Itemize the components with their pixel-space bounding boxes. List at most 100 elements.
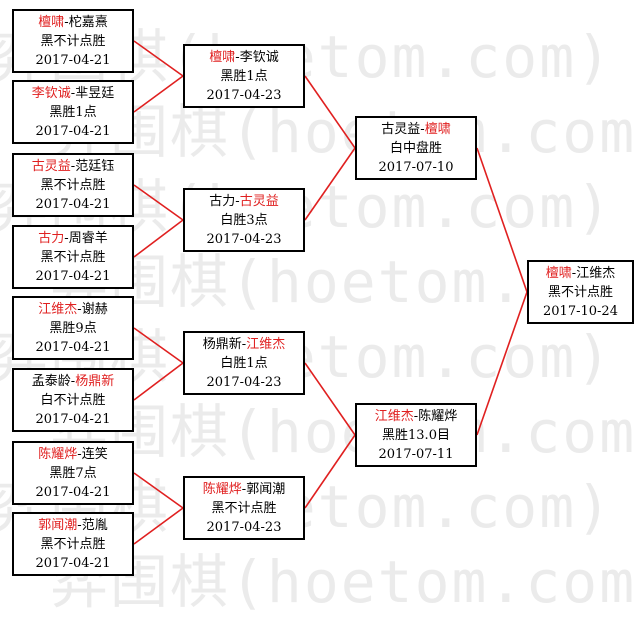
black-player: 郭闻潮 <box>38 518 78 533</box>
connector-line <box>133 507 184 545</box>
match-box-r2-2[interactable]: 古力-古灵益白胜3点 2017-04-23 <box>183 188 305 252</box>
connector-line <box>476 291 528 436</box>
match-result: 黑胜9点 <box>49 321 97 336</box>
black-player: 孟泰龄 <box>31 374 71 389</box>
match-box-r1-6[interactable]: 孟泰龄-杨鼎新白不计点胜 2017-04-21 <box>12 368 134 432</box>
match-box-r1-2[interactable]: 李钦诚-芈昱廷黑胜1点 2017-04-21 <box>12 80 134 144</box>
white-player: 柁嘉熹 <box>68 15 108 30</box>
players: 檀啸-江维杰 <box>529 264 632 283</box>
match-date: 2017-04-21 <box>35 124 111 139</box>
connector-line <box>133 40 184 77</box>
versus-dash: - <box>420 122 425 137</box>
match-result: 黑不计点胜 <box>40 537 106 552</box>
match-result: 黑不计点胜 <box>40 250 106 265</box>
match-date: 2017-04-23 <box>206 232 282 247</box>
white-player: 谢赫 <box>81 302 108 317</box>
black-player: 江维杰 <box>374 409 414 424</box>
black-player: 杨鼎新 <box>202 337 242 352</box>
versus-dash: - <box>241 482 247 497</box>
match-result: 黑不计点胜 <box>211 501 277 516</box>
match-date: 2017-04-23 <box>206 375 282 390</box>
connector-line <box>476 147 528 293</box>
players: 郭闻潮-范胤 <box>14 516 132 535</box>
white-player: 陈耀烨 <box>418 409 458 424</box>
match-box-r1-4[interactable]: 古力-周睿羊黑不计点胜 2017-04-21 <box>12 225 134 289</box>
white-player: 李钦诚 <box>239 50 279 65</box>
connector-line <box>133 472 184 509</box>
versus-dash: - <box>77 447 82 462</box>
match-box-r1-3[interactable]: 古灵益-范廷钰黑不计点胜 2017-04-21 <box>12 153 134 217</box>
black-player: 檀啸 <box>209 50 236 65</box>
versus-dash: - <box>235 194 240 209</box>
match-result: 黑胜1点 <box>49 105 97 120</box>
players: 檀啸-李钦诚 <box>185 48 303 67</box>
match-result: 白胜1点 <box>220 356 268 371</box>
match-result: 黑不计点胜 <box>40 34 106 49</box>
players: 杨鼎新-江维杰 <box>185 335 303 354</box>
players: 江维杰-谢赫 <box>14 300 132 319</box>
black-player: 檀啸 <box>545 266 572 281</box>
match-result: 黑不计点胜 <box>40 178 106 193</box>
white-player: 檀啸 <box>424 122 451 137</box>
black-player: 陈耀烨 <box>38 447 78 462</box>
players: 古灵益-范廷钰 <box>14 157 132 176</box>
players: 檀啸-柁嘉熹 <box>14 13 132 32</box>
match-result: 白不计点胜 <box>40 393 106 408</box>
white-player: 范胤 <box>81 518 108 533</box>
match-date: 2017-04-23 <box>206 520 282 535</box>
players: 孟泰龄-杨鼎新 <box>14 372 132 391</box>
black-player: 江维杰 <box>38 302 78 317</box>
versus-dash: - <box>235 50 240 65</box>
black-player: 李钦诚 <box>31 86 71 101</box>
white-player: 连笑 <box>81 447 108 462</box>
match-result: 白胜3点 <box>220 213 268 228</box>
versus-dash: - <box>70 374 76 389</box>
versus-dash: - <box>70 86 76 101</box>
versus-dash: - <box>64 231 69 246</box>
match-box-r1-5[interactable]: 江维杰-谢赫黑胜9点 2017-04-21 <box>12 296 134 360</box>
versus-dash: - <box>241 337 247 352</box>
versus-dash: - <box>77 302 82 317</box>
black-player: 古灵益 <box>31 159 71 174</box>
white-player: 芈昱廷 <box>75 86 115 101</box>
match-date: 2017-04-21 <box>35 53 111 68</box>
black-player: 古力 <box>38 231 65 246</box>
white-player: 江维杰 <box>576 266 616 281</box>
match-date: 2017-04-21 <box>35 197 111 212</box>
connector-line <box>304 434 356 509</box>
match-result: 黑胜13.0目 <box>382 428 450 443</box>
match-box-r2-4[interactable]: 陈耀烨-郭闻潮黑不计点胜 2017-04-23 <box>183 476 305 540</box>
versus-dash: - <box>70 159 76 174</box>
black-player: 陈耀烨 <box>202 482 242 497</box>
players: 古力-古灵益 <box>185 192 303 211</box>
players: 陈耀烨-郭闻潮 <box>185 480 303 499</box>
players: 江维杰-陈耀烨 <box>357 407 475 426</box>
black-player: 古力 <box>209 194 236 209</box>
white-player: 郭闻潮 <box>246 482 286 497</box>
versus-dash: - <box>64 15 69 30</box>
match-date: 2017-07-10 <box>378 160 454 175</box>
bracket-lines <box>133 40 528 545</box>
match-date: 2017-04-21 <box>35 412 111 427</box>
versus-dash: - <box>77 518 82 533</box>
white-player: 杨鼎新 <box>75 374 115 389</box>
match-box-r1-1[interactable]: 檀啸-柁嘉熹黑不计点胜 2017-04-21 <box>12 9 134 73</box>
connector-line <box>133 219 184 258</box>
match-result: 黑胜1点 <box>220 69 268 84</box>
match-result: 黑不计点胜 <box>547 285 613 300</box>
connector-line <box>304 75 356 149</box>
white-player: 范廷钰 <box>75 159 115 174</box>
players: 陈耀烨-连笑 <box>14 445 132 464</box>
players: 古力-周睿羊 <box>14 229 132 248</box>
match-date: 2017-04-21 <box>35 269 111 284</box>
match-box-r2-3[interactable]: 杨鼎新-江维杰白胜1点 2017-04-23 <box>183 331 305 395</box>
match-result: 白中盘胜 <box>389 141 442 156</box>
match-date: 2017-04-21 <box>35 340 111 355</box>
match-result: 黑胜7点 <box>49 466 97 481</box>
